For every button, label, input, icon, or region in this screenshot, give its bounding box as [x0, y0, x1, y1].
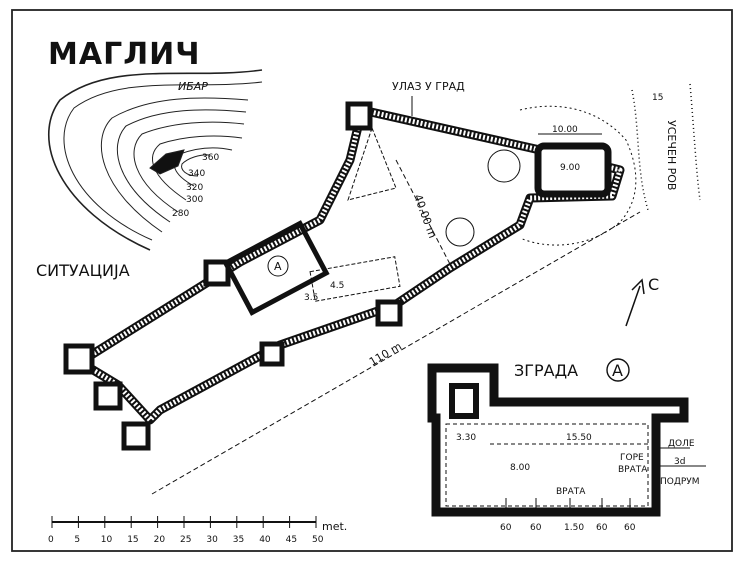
- tower-south-2: [259, 341, 285, 367]
- scale-tick-label: 45: [286, 535, 297, 545]
- tower-south-1: [375, 299, 403, 327]
- building-bottom-dim: 60: [596, 523, 608, 533]
- river-bank-inner: [63, 81, 263, 241]
- fortress-plan: A 4.5 3.5 40.00 m 110 m 10.00 9.00 УЛАЗ …: [63, 80, 701, 495]
- scale-tick-label: 50: [312, 535, 324, 545]
- building-title-letter: A: [612, 361, 623, 380]
- contour-label-320: 320: [186, 183, 203, 193]
- building-a-plan-marker: [267, 255, 289, 277]
- scale-tick-label: 5: [74, 535, 80, 545]
- scale-bar-ticks: 0 5 10 15 20 25 30 35 40 45 50: [48, 516, 324, 545]
- scale-bar-unit: met.: [322, 520, 347, 533]
- tower-top-left: [345, 101, 373, 131]
- tower-west-1: [203, 259, 231, 287]
- building-height-dim: 8.00: [510, 463, 530, 473]
- building-bottom-dim: 60: [624, 523, 636, 533]
- scale-tick-label: 0: [48, 535, 54, 545]
- trench-edge: [631, 89, 649, 211]
- building-bottom-dims: 60 60 1.50 60 60: [500, 498, 636, 533]
- building-left-dim: 3.30: [456, 433, 476, 443]
- contour-label-280: 280: [172, 209, 189, 219]
- contour-4: [152, 135, 243, 201]
- north-arrow-head: [631, 278, 645, 295]
- building-bottom-dim: 60: [530, 523, 542, 533]
- building-a-interior: [445, 423, 649, 507]
- scale-tick-label: 10: [101, 535, 113, 545]
- scale-tick-label: 30: [206, 535, 218, 545]
- small-building-dim-a: 4.5: [330, 281, 344, 291]
- tower-end-1: [63, 343, 95, 375]
- building-bottom-dim: 60: [500, 523, 512, 533]
- courtyard-outline: [347, 126, 397, 201]
- fortress-silhouette: [149, 149, 185, 175]
- tower-end-2: [93, 381, 123, 411]
- building-a-chimney: [449, 383, 479, 419]
- tower-inner-dimension-label: 9.00: [560, 163, 580, 173]
- tower-end-3: [121, 421, 151, 451]
- building-small-dim: 3d: [674, 457, 685, 467]
- building-a-plan: [222, 220, 330, 316]
- trench-dimension: 15: [652, 93, 663, 103]
- building-vrata-label: ВРАТА: [556, 487, 586, 497]
- situation-map: [48, 69, 263, 251]
- building-width-dim: 15.50: [566, 433, 592, 443]
- entrance-label: УЛАЗ У ГРАД: [392, 80, 465, 93]
- drawing-frame: [11, 9, 733, 552]
- building-podrum-label: ПОДРУМ: [660, 477, 700, 487]
- building-title-marker: [606, 358, 630, 382]
- building-title: ЗГРАДА: [514, 361, 578, 380]
- contour-3: [133, 121, 245, 213]
- building-a-section: [427, 363, 689, 517]
- diagonal-dimension-line: [395, 159, 453, 269]
- scale-tick-label: 40: [259, 535, 271, 545]
- scale-bar: 0 5 10 15 20 25 30 35 40 45 50 met.: [48, 516, 347, 545]
- contour-label-360: 360: [202, 153, 219, 163]
- scale-tick-label: 20: [154, 535, 166, 545]
- tower-dimension-label: 10.00: [552, 125, 578, 135]
- situation-label: СИТУАЦИЈА: [36, 261, 130, 280]
- contour-1: [100, 97, 249, 233]
- diagonal-dimension-label: 40.00 m: [411, 193, 439, 240]
- length-dimension-line: [151, 211, 641, 495]
- building-gore-vrata-label: ВРАТА: [618, 465, 648, 475]
- scale-tick-label: 35: [233, 535, 244, 545]
- building-gore-label: ГОРЕ: [620, 453, 644, 463]
- building-a-plan-letter: A: [274, 260, 282, 273]
- small-building: [309, 256, 401, 302]
- building-dole-label: ДОЛЕ: [668, 439, 695, 449]
- north-arrow-label: C: [648, 275, 659, 294]
- scale-tick-label: 25: [180, 535, 191, 545]
- contour-2: [116, 109, 247, 223]
- drawing-title: МАГЛИЧ: [48, 37, 200, 72]
- north-arrow-shaft: [625, 285, 641, 327]
- contour-label-300: 300: [186, 195, 203, 205]
- small-building-dim-b: 3.5: [304, 293, 318, 303]
- trench-label: УСЕЧЕН РОВ: [665, 120, 678, 190]
- river-bank-outer: [48, 69, 263, 251]
- length-dimension-label: 110 m: [367, 340, 404, 369]
- scale-tick-label: 15: [127, 535, 138, 545]
- donjon-tower: [534, 142, 612, 198]
- building-bottom-dim: 1.50: [564, 523, 584, 533]
- contour-label-340: 340: [188, 169, 205, 179]
- river-name: ИБАР: [178, 80, 208, 93]
- cistern-2: [445, 217, 475, 247]
- cistern-1: [487, 149, 521, 183]
- trench-edge-2: [689, 83, 701, 201]
- contour-6: [181, 154, 211, 177]
- building-a-upper-wall: [427, 363, 689, 517]
